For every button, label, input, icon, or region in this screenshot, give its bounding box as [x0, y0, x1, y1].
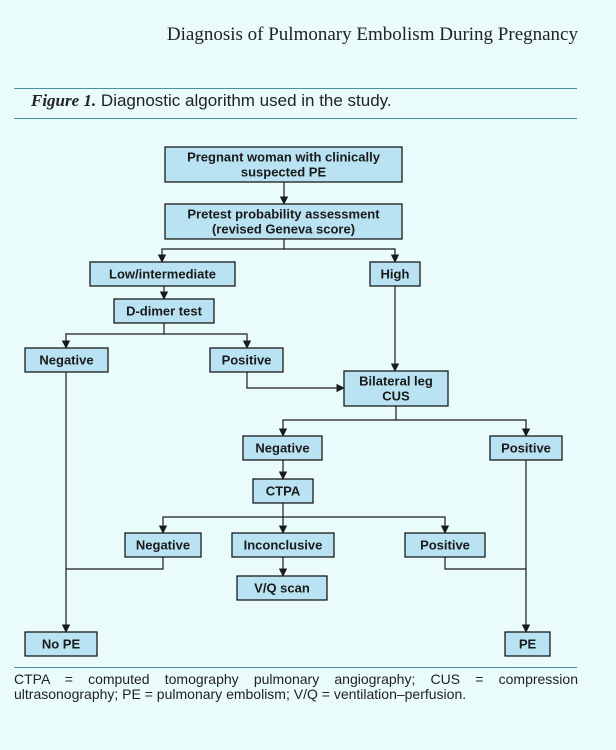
node-label: D-dimer test — [126, 304, 203, 319]
node-neg1: Negative — [24, 347, 109, 373]
node-label: High — [381, 267, 410, 282]
node-label: V/Q scan — [254, 581, 310, 596]
node-box — [231, 532, 335, 558]
node-label: Positive — [501, 441, 551, 456]
node-neg2: Negative — [242, 435, 323, 461]
edge-pos1-to-cus — [246, 372, 345, 393]
running-title: Diagnosis of Pulmonary Embolism During P… — [166, 24, 578, 45]
node-label: Negative — [255, 441, 309, 456]
node-box — [24, 347, 109, 373]
node-no-pe: No PE — [24, 631, 98, 657]
node-pe: PE — [504, 631, 551, 657]
edge-cus-to-neg2 — [278, 406, 397, 437]
node-high: High — [369, 261, 421, 287]
node-box — [236, 575, 328, 601]
node-label: Low/intermediate — [109, 267, 216, 282]
edge-cus-to-pos2 — [396, 419, 531, 437]
edge-neg3-to-no-pe — [66, 557, 164, 570]
node-box — [124, 532, 202, 558]
node-box — [113, 298, 215, 324]
node-box — [343, 370, 449, 407]
nodes-layer: Pregnant woman with clinicallysuspected … — [24, 146, 563, 657]
figure-label: Figure 1. — [31, 91, 97, 110]
node-box — [164, 203, 403, 240]
node-label: Negative — [39, 353, 93, 368]
node-box — [252, 478, 314, 504]
node-label: No PE — [42, 637, 81, 652]
edge-ctpa-to-neg3 — [158, 503, 284, 534]
node-label: Pretest probability assessment — [187, 207, 380, 222]
edge-pretest-to-high — [284, 248, 400, 263]
edge-pretest-to-low-intermediate — [157, 239, 285, 263]
node-inconclusive: Inconclusive — [231, 532, 335, 558]
edge-ddimer-to-pos1 — [164, 333, 252, 349]
node-label: Positive — [420, 538, 470, 553]
node-ddimer: D-dimer test — [113, 298, 215, 324]
node-box — [504, 631, 551, 657]
node-label: Negative — [136, 538, 190, 553]
node-box — [209, 347, 284, 373]
node-pretest: Pretest probability assessment(revised G… — [164, 203, 403, 240]
edge-pos3-to-pe — [444, 557, 526, 570]
flowchart-diagram: Pregnant woman with clinicallysuspected … — [24, 146, 563, 657]
node-start: Pregnant woman with clinicallysuspected … — [164, 146, 403, 183]
node-box — [24, 631, 98, 657]
node-label: PE — [519, 637, 537, 652]
node-box — [369, 261, 421, 287]
node-label: (revised Geneva score) — [212, 222, 355, 237]
node-label: suspected PE — [241, 165, 327, 180]
node-label: Inconclusive — [244, 538, 323, 553]
node-box — [164, 146, 403, 183]
node-label: Bilateral leg — [359, 374, 433, 389]
node-ctpa: CTPA — [252, 478, 314, 504]
figure-caption: Figure 1. Diagnostic algorithm used in t… — [31, 91, 392, 111]
edges-layer — [61, 182, 531, 633]
caption-text: Diagnostic algorithm used in the study. — [100, 91, 392, 110]
node-pos2: Positive — [489, 435, 563, 461]
caption-bottom-rule — [14, 118, 577, 119]
node-label: Positive — [222, 353, 272, 368]
node-vq: V/Q scan — [236, 575, 328, 601]
edge-ctpa-to-pos3 — [283, 516, 450, 534]
node-box — [404, 532, 486, 558]
footnote-rule — [14, 667, 577, 668]
node-box — [89, 261, 236, 287]
caption-top-rule — [14, 88, 577, 89]
node-box — [242, 435, 323, 461]
node-box — [489, 435, 563, 461]
node-low-intermediate: Low/intermediate — [89, 261, 236, 287]
node-label: Pregnant woman with clinically — [187, 150, 381, 165]
node-label: CUS — [382, 389, 410, 404]
node-pos3: Positive — [404, 532, 486, 558]
node-pos1: Positive — [209, 347, 284, 373]
node-label: CTPA — [266, 484, 301, 499]
edge-ddimer-to-neg1 — [61, 323, 165, 349]
node-neg3: Negative — [124, 532, 202, 558]
footnote: CTPA = computed tomography pulmonary ang… — [14, 671, 578, 702]
